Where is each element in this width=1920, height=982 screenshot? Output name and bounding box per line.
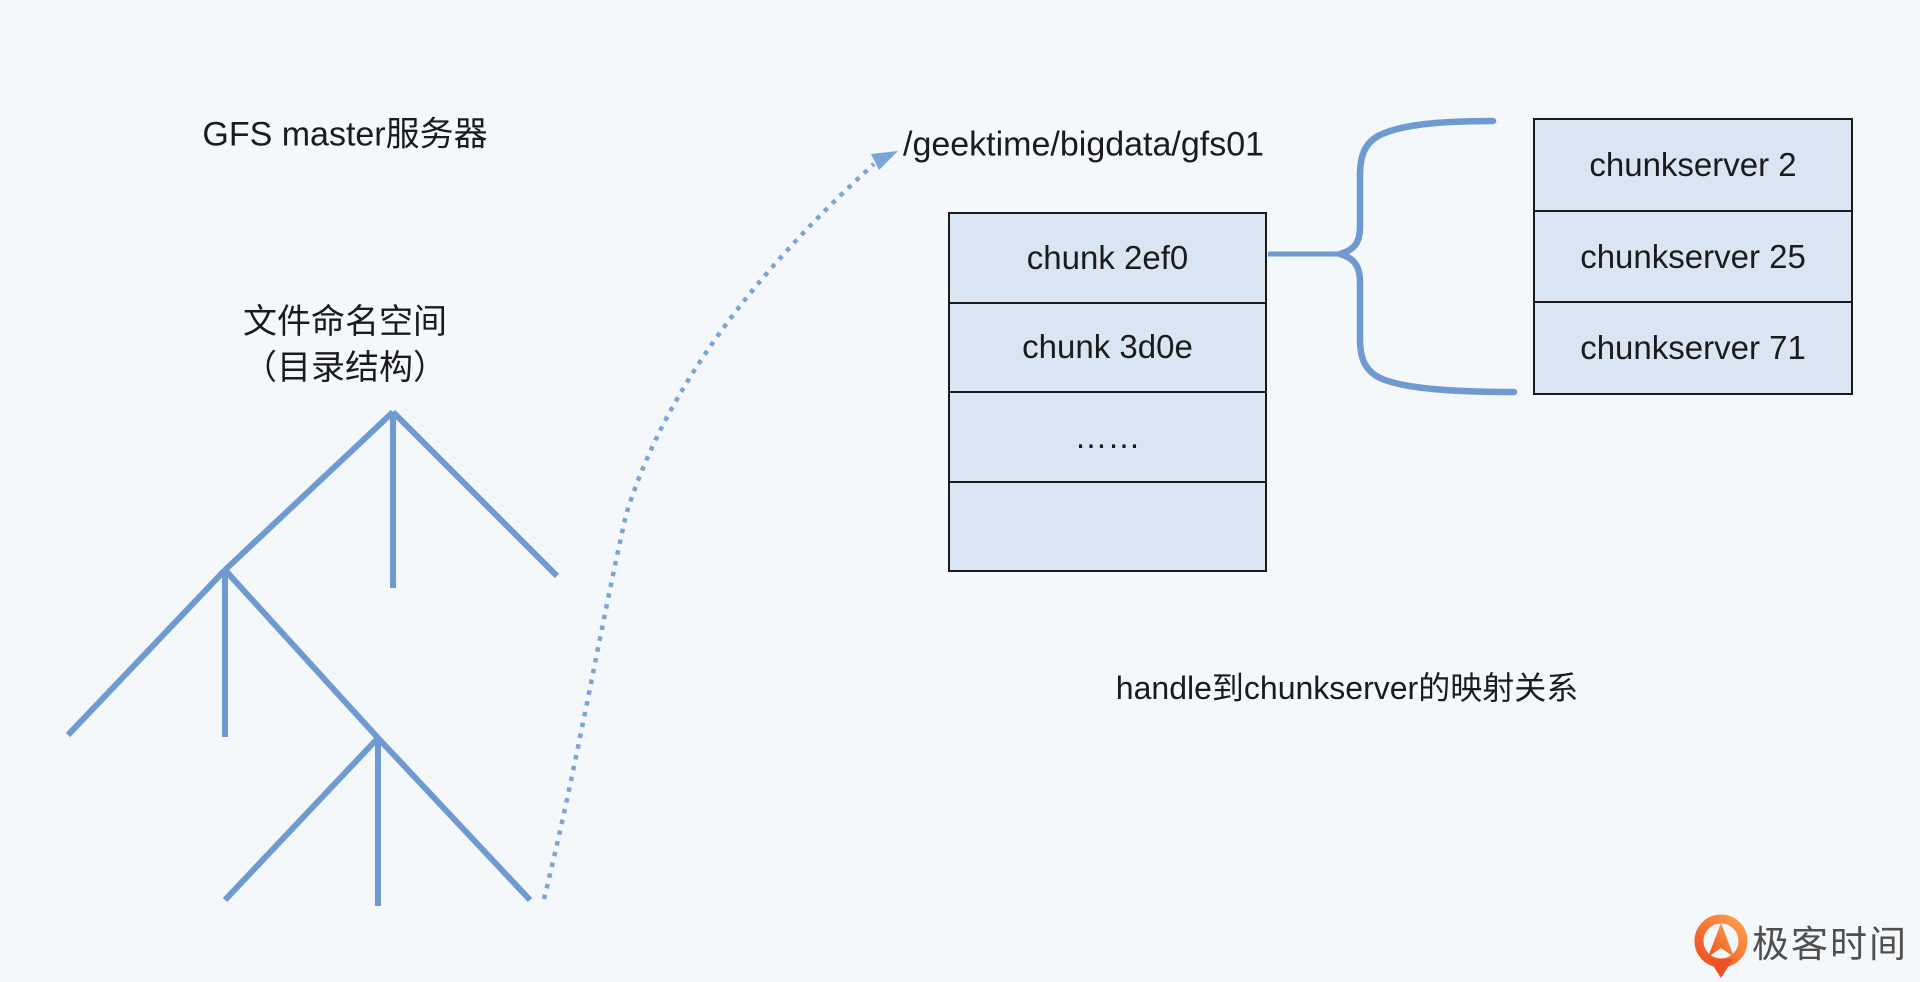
- lookup-dotted-arrow: [541, 162, 876, 900]
- tree-edge: [222, 409, 396, 573]
- tree-edge: [390, 409, 560, 579]
- namespace-label: 文件命名空间 （目录结构）: [243, 299, 447, 391]
- chunk-table-row: [950, 483, 1265, 571]
- tree-edge: [222, 735, 381, 903]
- chunkserver-table-row: chunkserver 25: [1535, 212, 1851, 304]
- chunk-cell-text: chunk 2ef0: [1026, 238, 1189, 276]
- tree-edge: [375, 735, 533, 903]
- chunkserver-table-row: chunkserver 71: [1535, 303, 1851, 393]
- tree-edge: [65, 567, 228, 738]
- namespace-label-line2: （目录结构）: [243, 349, 447, 387]
- geektime-logo-icon: [1694, 914, 1748, 978]
- chunkserver-table: chunkserver 2 chunkserver 25 chunkserver…: [1533, 118, 1853, 395]
- lookup-arrowhead-icon: [871, 151, 898, 170]
- chunkserver-cell-text: chunkserver 2: [1589, 145, 1797, 183]
- namespace-label-line1: 文件命名空间: [243, 303, 447, 341]
- chunkserver-table-row: chunkserver 2: [1535, 120, 1851, 212]
- chunk-table-row: chunk 3d0e: [950, 304, 1265, 393]
- tree-edge: [222, 567, 381, 741]
- chunk-table-row: ……: [950, 393, 1265, 483]
- chunkserver-cell-text: chunkserver 25: [1580, 237, 1806, 275]
- file-path-label: /geektime/bigdata/gfs01: [903, 125, 1265, 164]
- chunk-cell-text: chunk 3d0e: [1022, 328, 1193, 366]
- master-server-title: GFS master服务器: [202, 115, 488, 154]
- chunk-table-row: chunk 2ef0: [950, 214, 1265, 304]
- logo-pin-tail: [1709, 959, 1733, 978]
- chunkserver-brace: [1336, 117, 1518, 396]
- chunk-cell-text: ……: [1074, 417, 1141, 455]
- namespace-tree: [65, 409, 560, 906]
- geektime-logo-text: 极客时间: [1752, 924, 1908, 965]
- logo-arrow: [1708, 923, 1734, 957]
- chunkserver-cell-text: chunkserver 71: [1580, 329, 1806, 367]
- chunk-table: chunk 2ef0 chunk 3d0e ……: [948, 212, 1267, 572]
- mapping-caption: handle到chunkserver的映射关系: [1115, 670, 1579, 706]
